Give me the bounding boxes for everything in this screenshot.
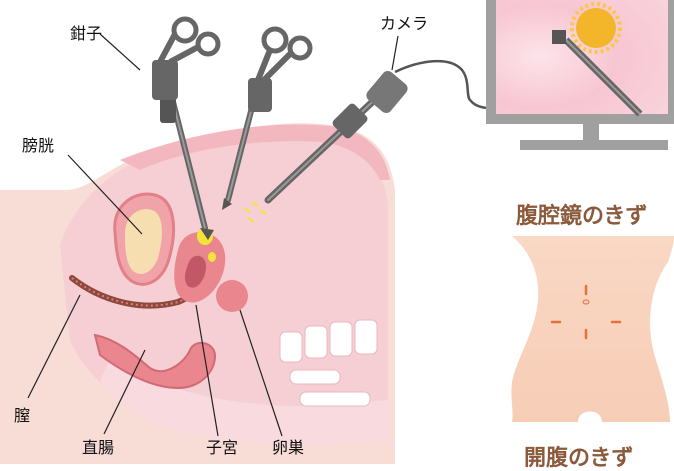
rectum-label: 直腸 — [82, 440, 114, 456]
ovary — [216, 280, 248, 312]
open-surgery-scar-title: 開腹のきず — [524, 448, 633, 470]
uterus-label: 子宮 — [206, 440, 238, 456]
forceps-label: 鉗子 — [70, 26, 102, 42]
laparoscopy-torso — [511, 236, 674, 422]
vagina-label: 膣 — [14, 408, 30, 424]
bladder-label: 膀胱 — [22, 138, 54, 154]
laparoscopy-scar-title: 腹腔鏡のきず — [516, 206, 647, 228]
ovary-label: 卵巣 — [272, 440, 304, 456]
bladder — [115, 194, 174, 284]
camera-label: カメラ — [380, 16, 428, 32]
monitor-icon — [486, 0, 674, 150]
